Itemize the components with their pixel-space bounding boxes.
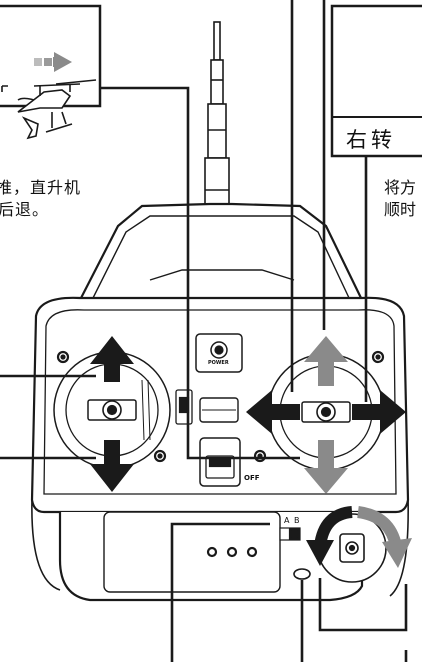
right-stick-right-arrow-icon bbox=[352, 390, 406, 434]
helicopter-illustration bbox=[1, 79, 97, 140]
right-stick-down-arrow-icon bbox=[304, 440, 348, 494]
switch-label-b: B bbox=[294, 516, 300, 525]
leader-lines bbox=[0, 0, 408, 662]
dial-rotate-right-arrow-icon bbox=[356, 506, 412, 568]
right-callout-text-line2: 顺时 bbox=[384, 200, 417, 219]
left-stick-up-arrow-icon bbox=[90, 336, 134, 382]
right-turn-callout-box bbox=[330, 4, 422, 158]
helicopter-callout-box bbox=[0, 4, 102, 140]
top-left-callout-text-line2: 后退。 bbox=[0, 200, 50, 219]
right-callout-text-line1: 将方 bbox=[384, 178, 417, 197]
top-left-callout-text-line1: 推，直升机 bbox=[0, 178, 82, 197]
switch-label-a: A bbox=[284, 516, 290, 525]
right-turn-callout-title: 右转 bbox=[346, 128, 396, 152]
power-label: POWER bbox=[208, 360, 229, 366]
right-stick-up-arrow-icon bbox=[304, 336, 348, 386]
transmitter-body bbox=[30, 202, 410, 602]
off-label: OFF bbox=[244, 474, 260, 482]
left-stick-down-arrow-icon bbox=[90, 440, 134, 492]
right-arrow-icon bbox=[34, 52, 72, 72]
dial-rotate-left-arrow-icon bbox=[306, 506, 353, 566]
right-stick-left-arrow-icon bbox=[246, 390, 300, 434]
